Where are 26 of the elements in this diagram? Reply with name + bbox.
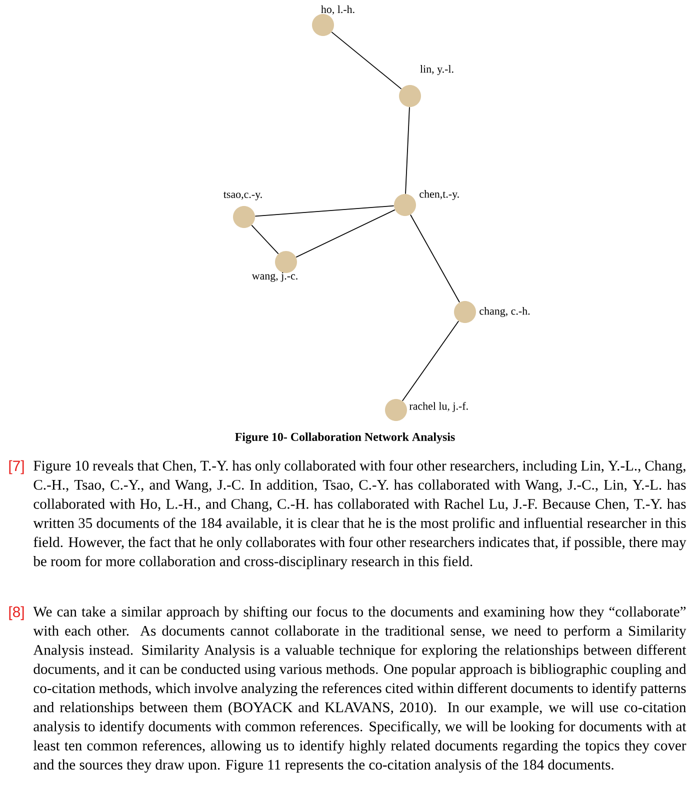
network-node: chang, c.-h. — [454, 301, 530, 323]
node-label: wang, j.-c. — [252, 272, 298, 282]
connector-line — [296, 209, 396, 258]
network-node: ho, l.-h. — [312, 5, 354, 36]
network-node: wang, j.-c. — [252, 251, 298, 282]
connector-line — [251, 224, 279, 254]
node-label: chang, c.-h. — [480, 307, 530, 317]
node-label: lin, y.-l. — [420, 65, 454, 75]
connector-line — [254, 205, 394, 217]
network-node: rachel lu, j.-f. — [385, 399, 468, 421]
figure-caption: Figure 10- Collaboration Network Analysis — [235, 432, 455, 444]
connector-line — [405, 106, 410, 194]
node-label: ho, l.-h. — [321, 5, 354, 15]
connector-line — [410, 214, 460, 303]
connector-line — [402, 320, 459, 402]
paragraph: We can take a similar approach by shifting our focus to the documents and examining how they “collaborate” with each other. As documents cannot collaborate in the traditional sense, we need to perform a Similarity Analysis instead. Similarity Analysis is a valuable technique for exploring the relationships between different documents, and it can be conducted using various methods. One popular approach is bibliographic coupling and co-citation methods, which involve analyzing the references cited within different documents to identify patterns and relationships between them (BOYACK and KLAVANS, 2010). In our example, we will use co-citation analysis to identify documents with common references. Specifically, we will be looking for documents with at least ten common references, allowing us to identify highly related documents regarding the topics they cover and the sources they draw upon. Figure 11 represents the co-citation analysis of the 184 documents. — [33, 606, 686, 773]
node-label: rachel lu, j.-f. — [409, 402, 468, 412]
network-node: tsao,c.-y. — [224, 192, 262, 228]
reference-number: [7] — [9, 460, 24, 474]
node-label: tsao,c.-y. — [224, 192, 262, 200]
connector-line — [331, 32, 402, 90]
network-node: chen,t.-y. — [394, 190, 459, 216]
paragraph: Figure 10 reveals that Chen, T.-Y. has only collaborated with four other researchers, including Lin, Y.-L., Chang, C.-H., Tsao, C.-Y., and Wang, J.-C. In addition, Tsao, C.-Y. has collaborated with Wang, J.-C., Lin, Y.-L. has collaborated with Ho, L.-H., and Chang, C.-H. has collaborated with Rachel Lu, J.-F. Because Chen, T.-Y. has written 35 documents of the 184 available, it is clear that he is the most prolific and influential researcher in this field. However, the fact that he only collaborates with four other researchers indicates that, if possible, there may be room for more collaboration and cross-disciplinary research in this field. — [33, 460, 686, 570]
network-node: lin, y.-l. — [399, 65, 454, 107]
reference-number: [8] — [9, 606, 24, 620]
node-label: chen,t.-y. — [420, 190, 459, 200]
